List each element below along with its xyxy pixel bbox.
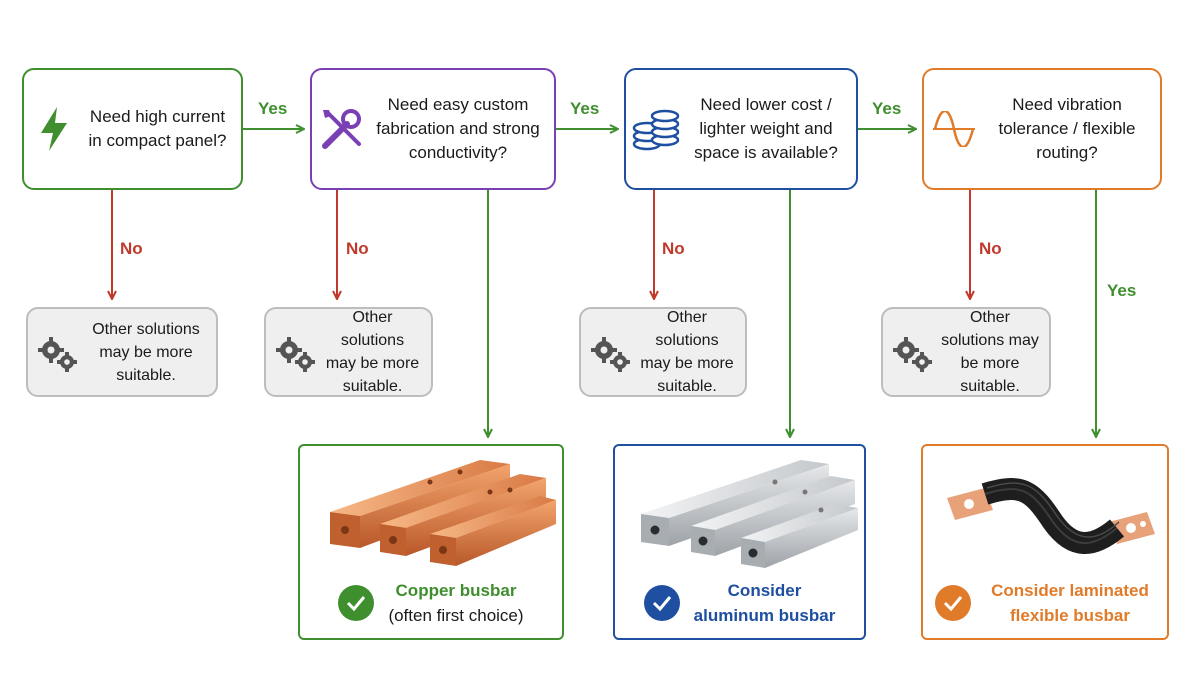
- question-box-1: Need high current in compact panel?: [22, 68, 243, 190]
- other-solution-box-4: Other solutions may be more suitable.: [881, 307, 1051, 397]
- result-sub-aluminum: aluminum busbar: [693, 606, 836, 625]
- result-caption-laminated: Consider laminated flexible busbar: [923, 578, 1167, 628]
- result-highlight-laminated: Consider laminated flexible busbar: [991, 581, 1149, 625]
- result-box-laminated: Consider laminated flexible busbar: [921, 444, 1169, 640]
- question-text-3: Need lower cost / lighter weight and spa…: [694, 95, 838, 162]
- tools-icon: [312, 99, 372, 159]
- question-text-2: Need easy custom fabrication and strong …: [376, 95, 540, 162]
- no-label-1: No: [120, 239, 143, 258]
- result-highlight-copper: Copper busbar: [395, 581, 517, 600]
- no-label-2: No: [346, 239, 369, 258]
- laminated-flexible-busbar-image: [933, 452, 1157, 572]
- other-solution-text-2: Other solutions may be more suitable.: [325, 309, 420, 395]
- gears-icon: [581, 332, 639, 372]
- result-highlight-aluminum: Consider: [727, 581, 802, 600]
- other-solution-text-1: Other solutions may be more suitable.: [92, 320, 200, 384]
- result-box-aluminum: Consider aluminum busbar: [613, 444, 866, 640]
- checkmark-icon: [338, 585, 375, 621]
- other-solution-box-2: Other solutions may be more suitable.: [264, 307, 433, 397]
- result-sub-copper: (often first choice): [388, 606, 524, 625]
- result-caption-copper: Copper busbar (often first choice): [300, 578, 562, 628]
- checkmark-icon: [643, 585, 680, 621]
- question-box-4: Need vibration tolerance / flexible rout…: [922, 68, 1162, 190]
- gears-icon: [28, 332, 86, 372]
- question-text-1: Need high current in compact panel?: [88, 107, 227, 150]
- checkmark-icon: [935, 585, 971, 621]
- other-solution-box-1: Other solutions may be more suitable.: [26, 307, 218, 397]
- gears-icon: [883, 332, 941, 372]
- yes-label-3: Yes: [872, 99, 902, 118]
- gears-icon: [266, 332, 324, 372]
- other-solution-text-3: Other solutions may be more suitable.: [640, 309, 734, 395]
- aluminum-busbar-image: [625, 452, 858, 572]
- other-solution-text-4: Other solutions may be more suitable.: [941, 309, 1039, 395]
- coin-stack-icon: [626, 99, 686, 159]
- result-caption-aluminum: Consider aluminum busbar: [615, 578, 864, 628]
- other-solution-box-3: Other solutions may be more suitable.: [579, 307, 747, 397]
- lightning-bolt-icon: [24, 99, 84, 159]
- result-box-copper: Copper busbar (often first choice): [298, 444, 564, 640]
- yes-label-2: Yes: [570, 99, 600, 118]
- question-text-4: Need vibration tolerance / flexible rout…: [998, 95, 1136, 162]
- yes-label-1: Yes: [258, 99, 288, 118]
- copper-busbar-image: [310, 452, 556, 572]
- yes-label-4: Yes: [1107, 281, 1137, 300]
- sine-wave-icon: [924, 99, 984, 159]
- question-box-2: Need easy custom fabrication and strong …: [310, 68, 556, 190]
- question-box-3: Need lower cost / lighter weight and spa…: [624, 68, 858, 190]
- no-label-4: No: [979, 239, 1002, 258]
- no-label-3: No: [662, 239, 685, 258]
